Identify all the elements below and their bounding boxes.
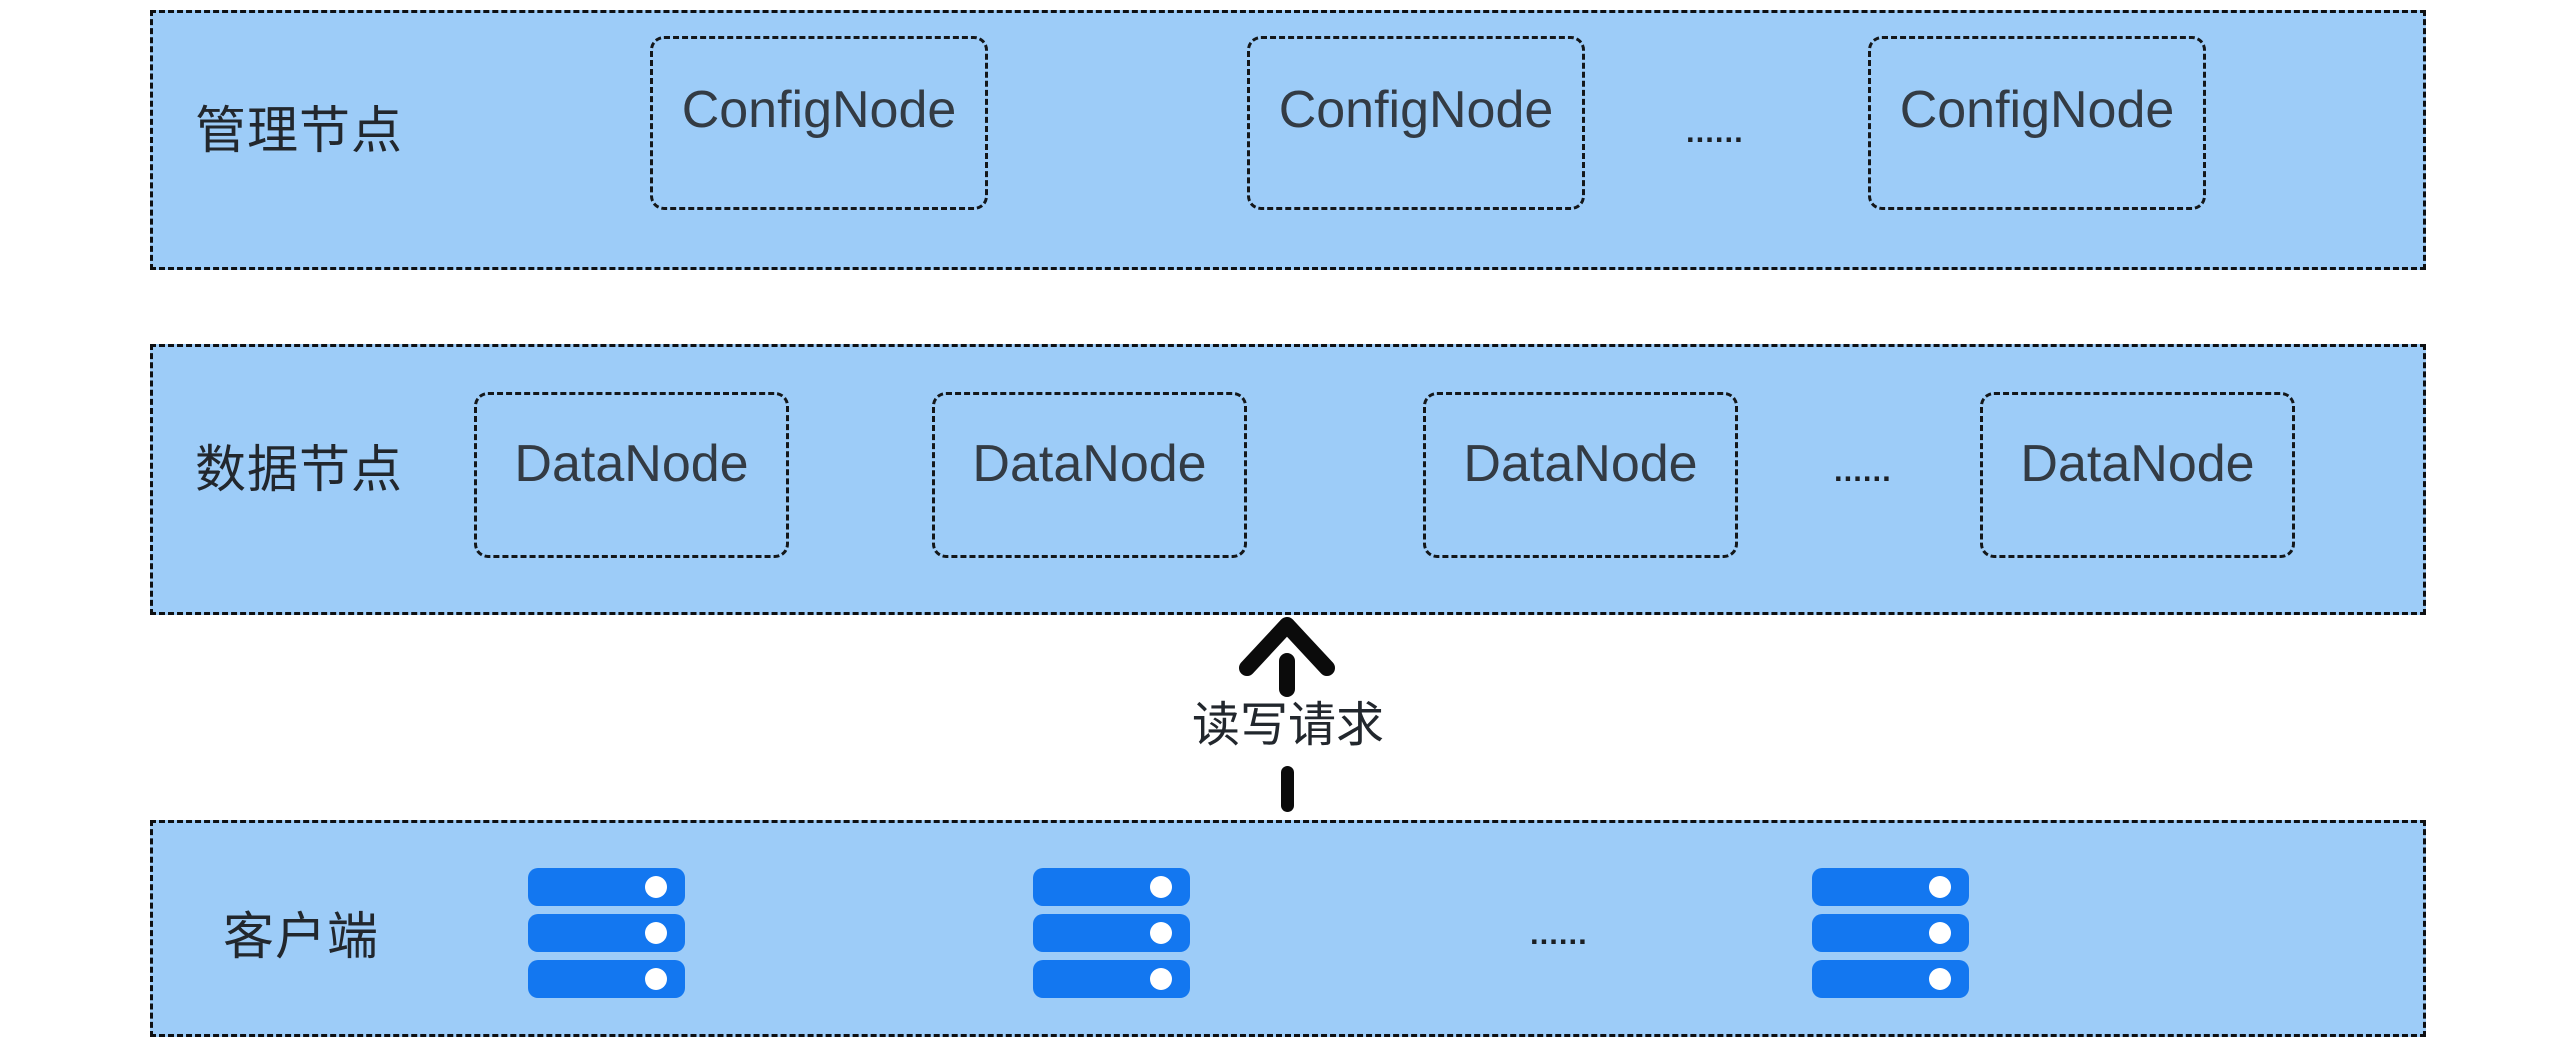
server-led-dot bbox=[645, 876, 667, 898]
server-bar bbox=[1033, 868, 1190, 906]
data-node-label: DataNode bbox=[972, 435, 1207, 493]
server-bar bbox=[1033, 914, 1190, 952]
client-server-icon bbox=[1812, 868, 1969, 998]
layer-data-nodes: 数据节点 DataNode DataNode DataNode ...... D… bbox=[150, 344, 2426, 615]
layer-label-data: 数据节点 bbox=[195, 441, 404, 498]
config-node-box: ConfigNode bbox=[650, 36, 988, 210]
layer-label-management: 管理节点 bbox=[195, 102, 404, 159]
data-node-box: DataNode bbox=[1980, 392, 2295, 558]
server-bar bbox=[528, 960, 685, 998]
server-led-dot bbox=[1929, 922, 1951, 944]
dashed-connector bbox=[1281, 766, 1294, 812]
up-arrow-icon bbox=[1239, 617, 1335, 697]
read-write-request-label: 读写请求 bbox=[1191, 699, 1384, 752]
data-node-label: DataNode bbox=[2020, 435, 2255, 493]
config-node-label: ConfigNode bbox=[1899, 81, 2175, 139]
config-node-box: ConfigNode bbox=[1868, 36, 2206, 210]
config-node-label: ConfigNode bbox=[681, 81, 957, 139]
ellipsis-dots: ...... bbox=[1686, 114, 1744, 149]
server-led-dot bbox=[1150, 876, 1172, 898]
server-led-dot bbox=[645, 922, 667, 944]
data-node-label: DataNode bbox=[1463, 435, 1698, 493]
data-node-box: DataNode bbox=[474, 392, 789, 558]
server-bar bbox=[1812, 960, 1969, 998]
server-led-dot bbox=[645, 968, 667, 990]
server-led-dot bbox=[1150, 968, 1172, 990]
client-server-icon bbox=[1033, 868, 1190, 998]
data-node-box: DataNode bbox=[1423, 392, 1738, 558]
server-bar bbox=[528, 868, 685, 906]
ellipsis-dots: ...... bbox=[1834, 453, 1892, 488]
layer-label-client: 客户端 bbox=[223, 908, 380, 965]
server-led-dot bbox=[1929, 968, 1951, 990]
server-bar bbox=[1812, 914, 1969, 952]
server-led-dot bbox=[1929, 876, 1951, 898]
data-node-box: DataNode bbox=[932, 392, 1247, 558]
layer-management-nodes: 管理节点 ConfigNode ConfigNode ...... Config… bbox=[150, 10, 2426, 270]
server-bar bbox=[528, 914, 685, 952]
ellipsis-dots: ...... bbox=[1530, 916, 1588, 951]
server-bar bbox=[1812, 868, 1969, 906]
config-node-label: ConfigNode bbox=[1278, 81, 1554, 139]
config-node-box: ConfigNode bbox=[1247, 36, 1585, 210]
server-bar bbox=[1033, 960, 1190, 998]
data-node-label: DataNode bbox=[514, 435, 749, 493]
layer-clients: 客户端 ...... bbox=[150, 820, 2426, 1037]
server-led-dot bbox=[1150, 922, 1172, 944]
client-server-icon bbox=[528, 868, 685, 998]
